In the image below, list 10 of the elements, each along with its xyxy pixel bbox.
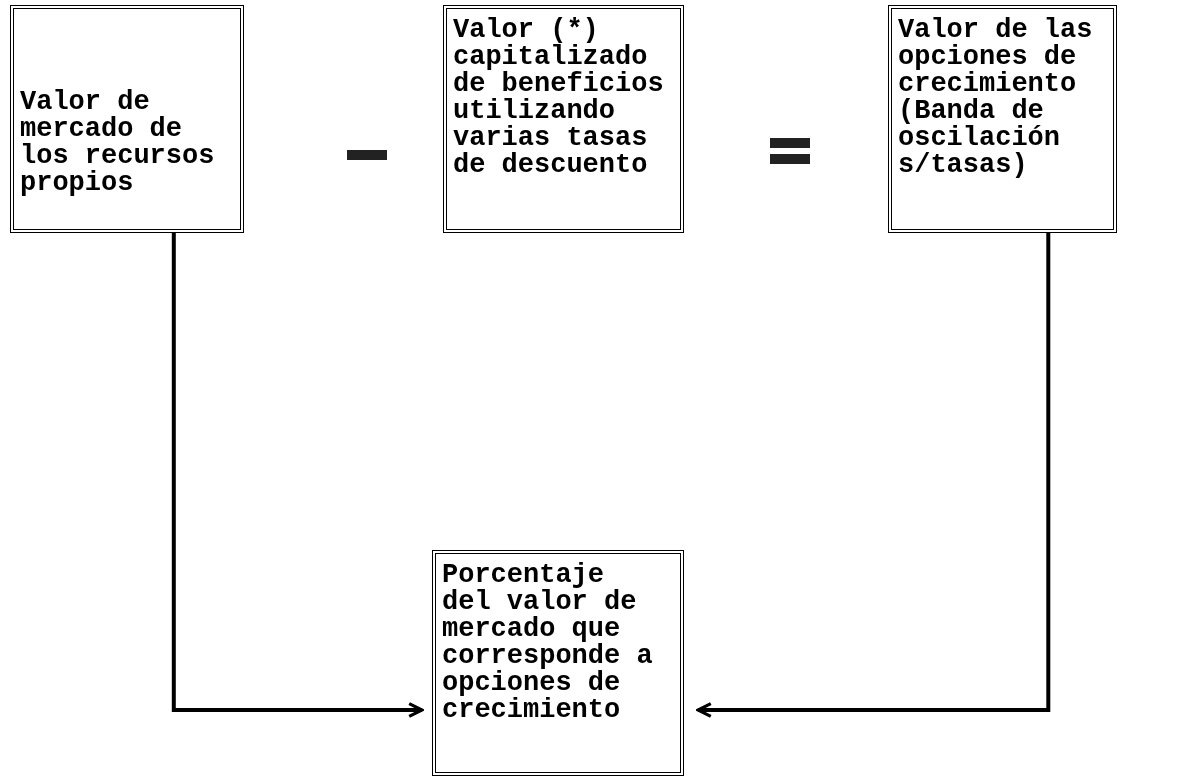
connector-arrow (171, 233, 424, 718)
connector-arrow (696, 233, 1051, 718)
text-box (888, 5, 1117, 233)
text-box (432, 550, 684, 776)
box-text: Valor de las opciones de crecimiento (Banda de oscilación s/tasas) (898, 17, 1094, 179)
box-text: Valor (*) capitalizado de beneficios utilizando varias tasas de descuento (453, 17, 664, 179)
text-box (443, 5, 684, 233)
box-text: Valor de mercado de los recursos propios (20, 89, 216, 197)
text-box (10, 5, 244, 233)
box-text: Porcentaje del valor de mercado que corresponde a opciones de crecimiento (442, 562, 653, 724)
